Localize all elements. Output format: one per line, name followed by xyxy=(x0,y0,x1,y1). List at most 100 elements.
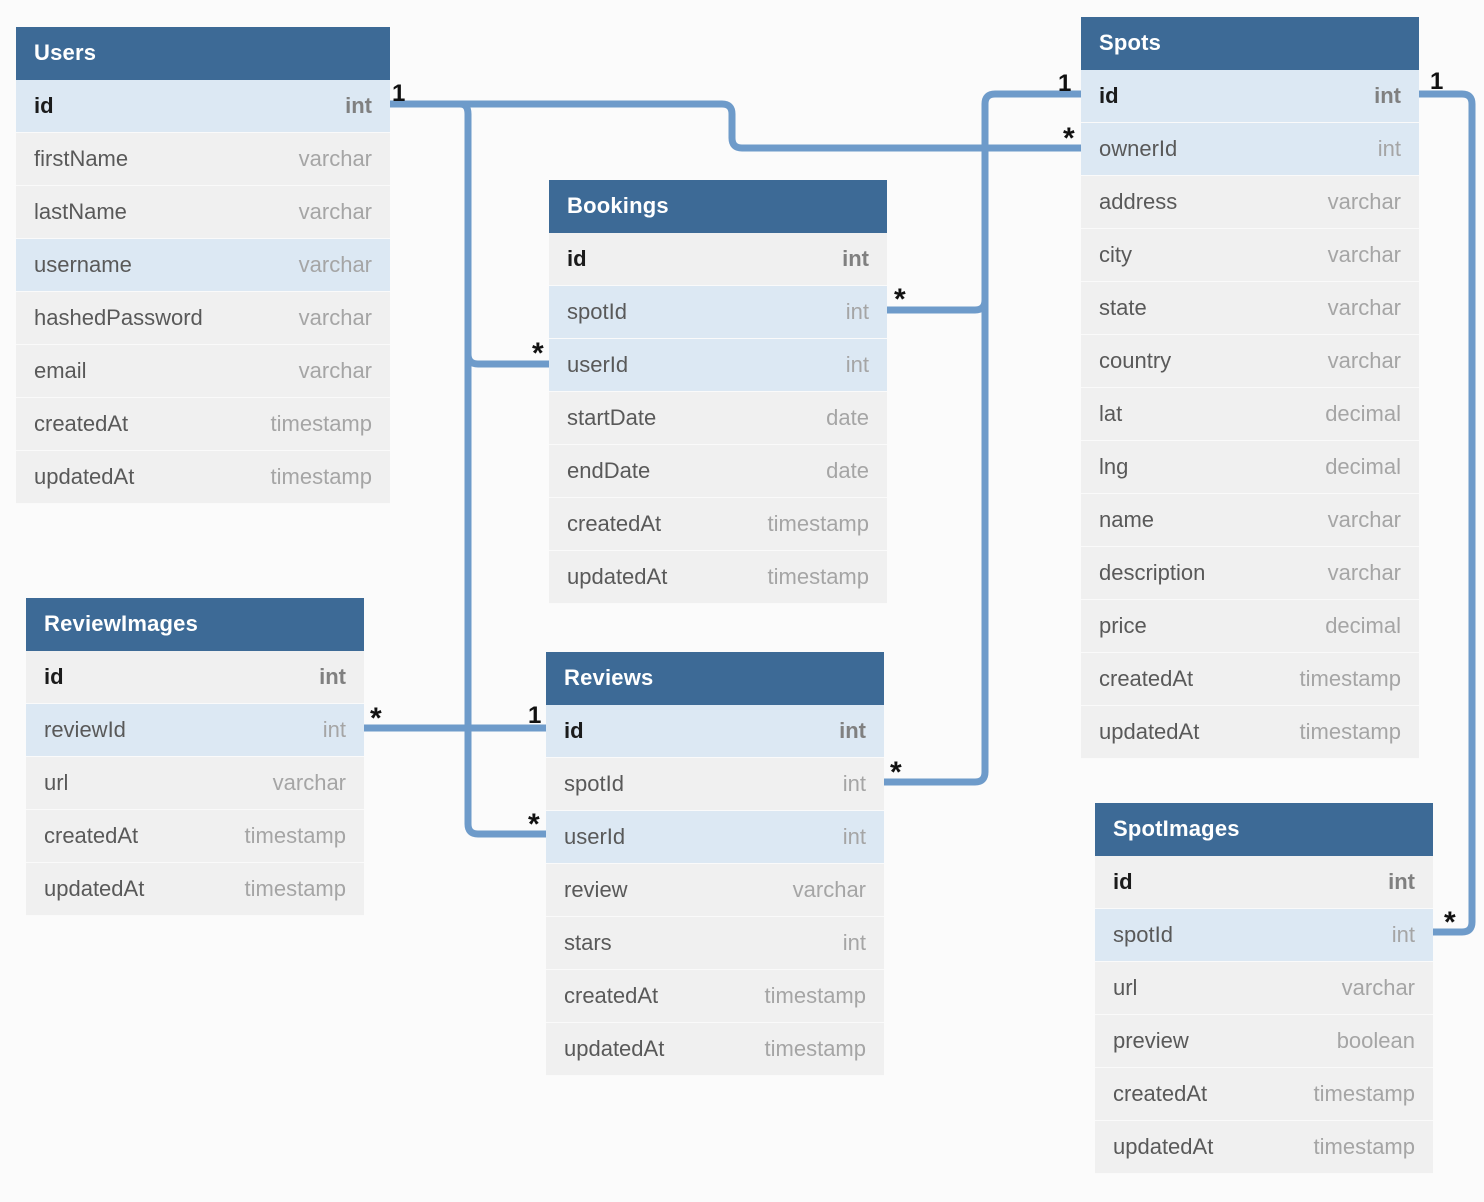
field-name: createdAt xyxy=(44,823,139,848)
field-type: varchar xyxy=(298,252,372,277)
entity-title: Bookings xyxy=(549,180,887,233)
field-type: varchar xyxy=(272,770,346,795)
field-type: int xyxy=(845,299,869,324)
field-type: varchar xyxy=(792,877,866,902)
field-name: url xyxy=(1113,975,1138,1000)
field-name: country xyxy=(1099,348,1172,373)
field-name: description xyxy=(1099,560,1206,585)
field-type: varchar xyxy=(1327,242,1401,267)
field-name: id xyxy=(564,718,584,743)
field-type: timestamp xyxy=(767,511,869,536)
field-row[interactable]: review varchar xyxy=(546,864,884,917)
field-type: int xyxy=(1377,136,1401,161)
field-row[interactable]: username varchar xyxy=(16,239,390,292)
field-type: varchar xyxy=(298,358,372,383)
entity-title: Reviews xyxy=(546,652,884,705)
field-row[interactable]: description varchar xyxy=(1081,547,1419,600)
field-name: updatedAt xyxy=(44,876,145,901)
field-name: spotId xyxy=(1113,922,1173,947)
field-type: timestamp xyxy=(1313,1134,1415,1159)
field-name: firstName xyxy=(34,146,129,171)
field-name: createdAt xyxy=(1113,1081,1208,1106)
field-name: lng xyxy=(1099,454,1129,479)
field-name: id xyxy=(567,246,587,271)
field-type: int xyxy=(842,930,866,955)
field-name: userId xyxy=(564,824,626,849)
field-type: timestamp xyxy=(1299,719,1401,744)
field-type: int xyxy=(345,93,372,118)
field-name: id xyxy=(34,93,54,118)
cardinality-one-marker: 1 xyxy=(392,80,406,107)
field-name: updatedAt xyxy=(567,564,668,589)
field-type: int xyxy=(319,664,346,689)
field-name: review xyxy=(564,877,628,902)
field-name: id xyxy=(1099,83,1119,108)
field-row[interactable]: id int xyxy=(16,80,390,133)
entity-title: ReviewImages xyxy=(26,598,364,651)
field-name: city xyxy=(1099,242,1132,267)
cardinality-many-marker: * xyxy=(890,756,902,789)
field-type: varchar xyxy=(1327,560,1401,585)
field-type: varchar xyxy=(298,199,372,224)
field-row[interactable]: email varchar xyxy=(16,345,390,398)
field-row[interactable]: createdAt timestamp xyxy=(26,810,364,863)
field-row[interactable]: city varchar xyxy=(1081,229,1419,282)
field-row[interactable]: updatedAt timestamp xyxy=(26,863,364,916)
field-row[interactable]: lastName varchar xyxy=(16,186,390,239)
field-type: int xyxy=(845,352,869,377)
field-type: timestamp xyxy=(244,876,346,901)
field-type: varchar xyxy=(1327,507,1401,532)
cardinality-many-marker: * xyxy=(1063,122,1075,155)
field-name: state xyxy=(1099,295,1147,320)
cardinality-many-marker: * xyxy=(528,808,540,841)
field-name: email xyxy=(34,358,87,383)
field-type: timestamp xyxy=(244,823,346,848)
field-name: lastName xyxy=(34,199,127,224)
field-name: username xyxy=(34,252,132,277)
field-type: timestamp xyxy=(270,464,372,489)
